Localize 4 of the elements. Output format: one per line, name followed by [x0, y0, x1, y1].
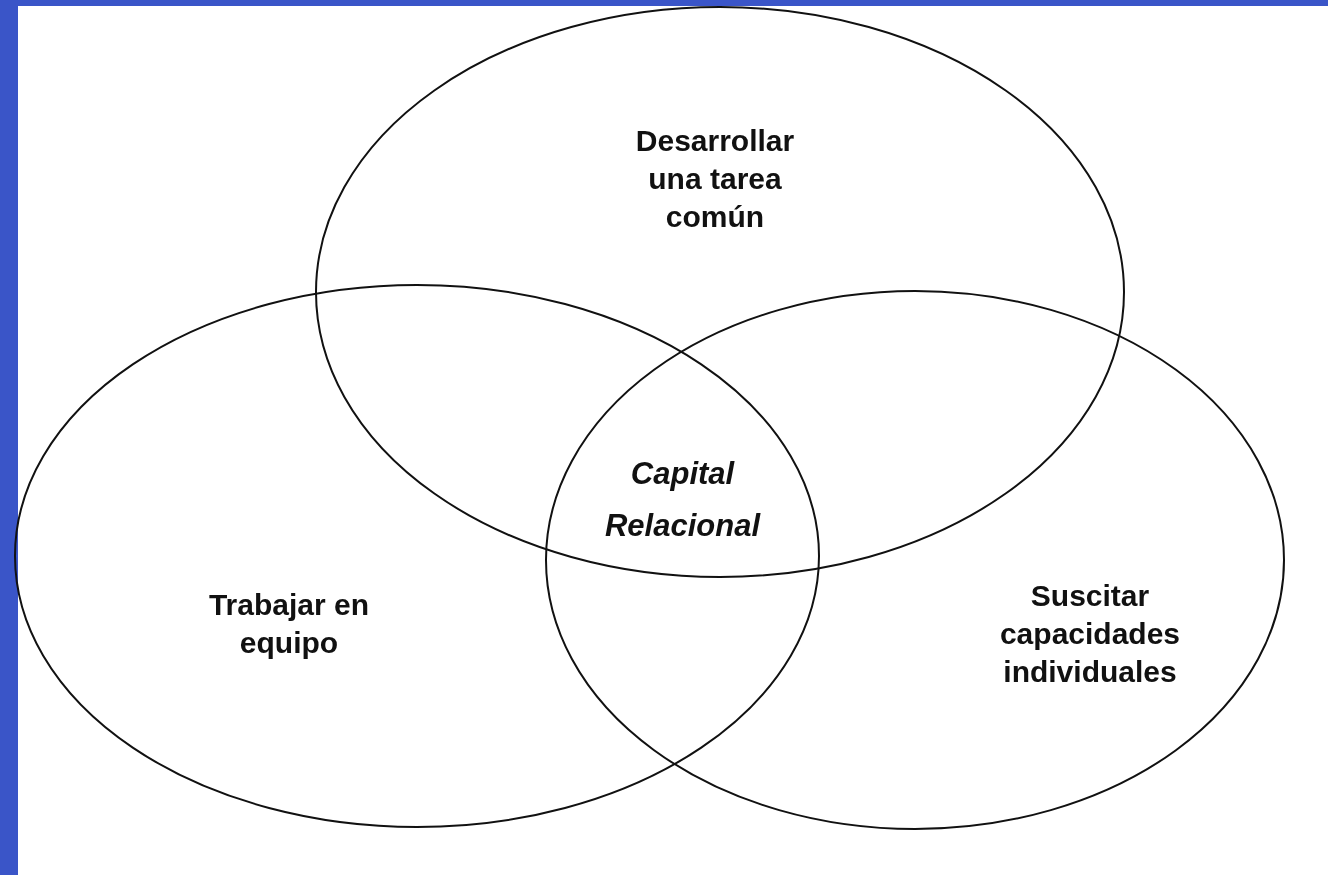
circle-label: Trabajar en equipo: [207, 587, 371, 661]
center-label: Capital Relacional: [603, 455, 762, 545]
circle-label: Suscitar capacidades individuales: [998, 578, 1182, 690]
circle-label: Desarrollar una tarea común: [634, 123, 796, 235]
